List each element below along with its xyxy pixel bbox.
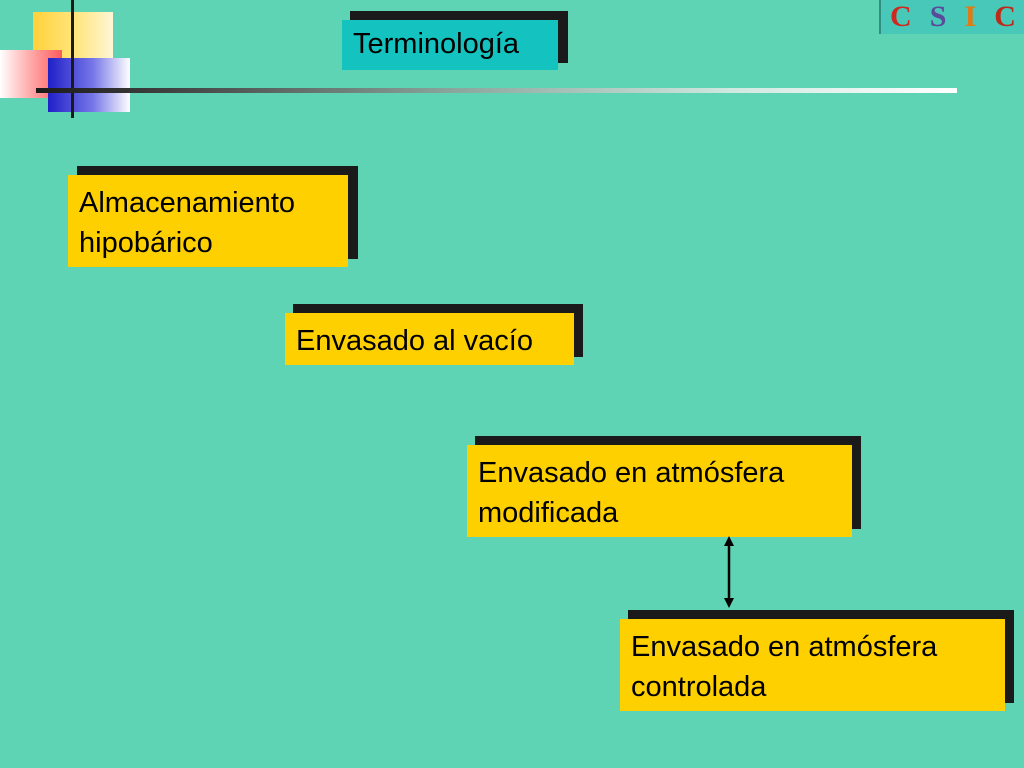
term-box-envasado-al-vacio: Envasado al vacío (285, 313, 574, 365)
double-arrow-connector (724, 536, 734, 608)
term-box-atmosfera-controlada: Envasado en atmósfera controlada (620, 619, 1005, 711)
term-box-almacenamiento-hipobarico: Almacenamiento hipobárico (68, 175, 348, 267)
decorative-blue-square (48, 58, 130, 112)
term-box-atmosfera-modificada: Envasado en atmósfera modificada (467, 445, 852, 537)
page-title: Terminología (342, 20, 558, 70)
decorative-vertical-line (71, 0, 74, 118)
logo-letter: S (929, 0, 947, 33)
logo-letter: C (994, 0, 1016, 33)
term-line: hipobárico (79, 227, 213, 259)
logo-letter: I (964, 0, 977, 33)
term-line: Envasado en atmósfera (478, 457, 785, 489)
term-line: Almacenamiento (79, 187, 295, 219)
term-line: modificada (478, 497, 619, 529)
logo-letter: C (890, 0, 912, 33)
decorative-horizontal-rule (36, 88, 957, 93)
csic-logo: C S I C (879, 0, 1024, 34)
term-line: Envasado en atmósfera (631, 631, 938, 663)
term-line: controlada (631, 671, 767, 703)
term-line: Envasado al vacío (296, 325, 533, 357)
